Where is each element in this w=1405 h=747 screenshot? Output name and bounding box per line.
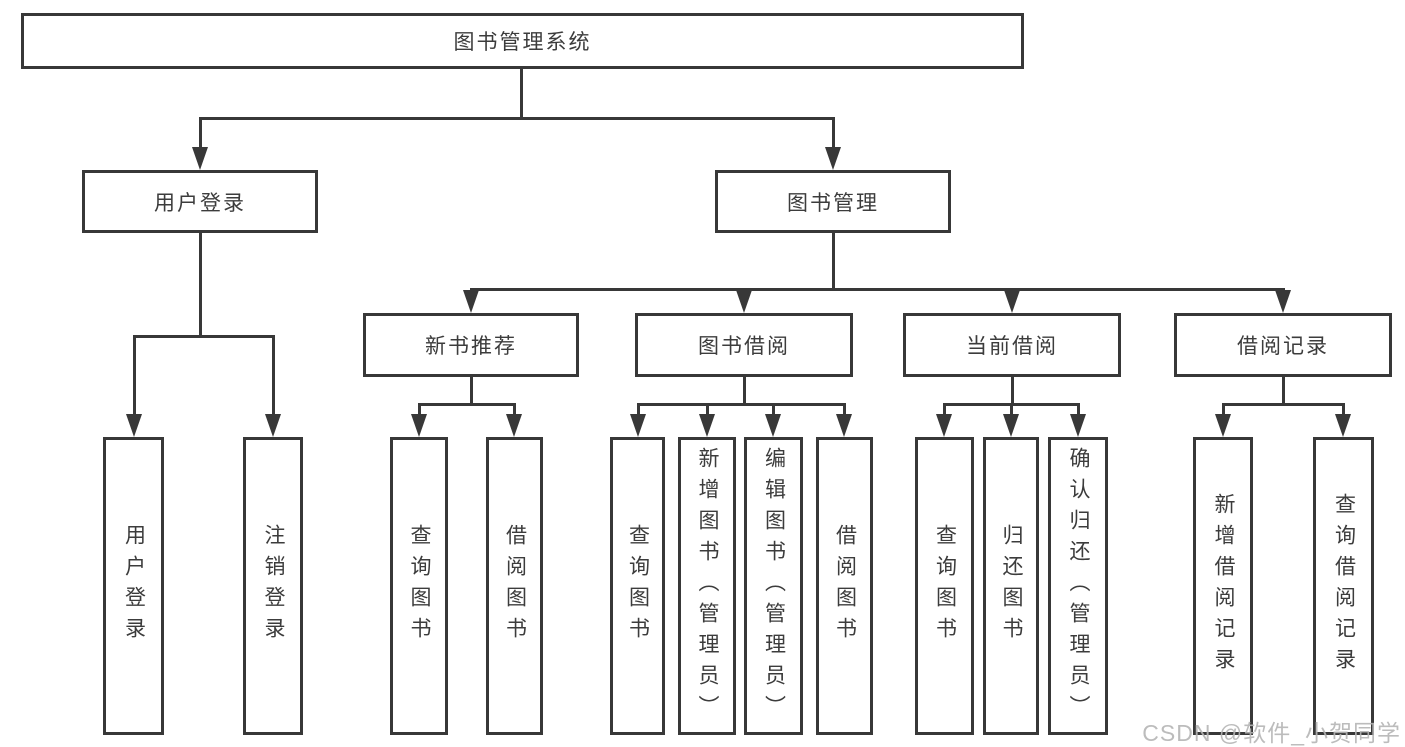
connector-drop-borrowing-records-0 <box>1221 402 1225 416</box>
connector-drop-user-login-1 <box>271 334 275 416</box>
csdn-watermark: CSDN @软件_小贺同学 <box>1142 720 1401 746</box>
connector-drop-new-book-recommend-0 <box>417 402 421 416</box>
arrowhead-book-borrowing-3 <box>836 414 852 437</box>
connector-stub-new-book-recommend <box>469 377 473 406</box>
connector-drop-current-borrowing-0 <box>942 402 946 416</box>
connector-stub-current-borrowing <box>1010 377 1014 406</box>
connector-bar-book-management <box>469 287 1285 291</box>
node-book-management: 图书管理 <box>715 170 951 233</box>
arrowhead-user-login-0 <box>126 414 142 437</box>
node-leaf-confirm-return: 确认归还（管理员） <box>1048 437 1108 735</box>
connector-drop-book-management-3 <box>1281 287 1285 292</box>
arrowhead-borrowing-records-1 <box>1335 414 1351 437</box>
arrowhead-user-login-1 <box>265 414 281 437</box>
connector-drop-book-borrowing-3 <box>842 402 846 416</box>
node-new-book-recommend: 新书推荐 <box>363 313 579 377</box>
connector-stub-book-borrowing <box>742 377 746 406</box>
arrowhead-current-borrowing-1 <box>1003 414 1019 437</box>
connector-drop-current-borrowing-1 <box>1009 402 1013 416</box>
arrowhead-book-borrowing-1 <box>699 414 715 437</box>
connector-bar-new-book-recommend <box>417 402 516 406</box>
arrowhead-current-borrowing-0 <box>936 414 952 437</box>
connector-drop-book-management-1 <box>742 287 746 292</box>
connector-stub-borrowing-records <box>1281 377 1285 406</box>
arrowhead-book-borrowing-0 <box>630 414 646 437</box>
connector-drop-current-borrowing-2 <box>1076 402 1080 416</box>
connector-drop-borrowing-records-1 <box>1341 402 1345 416</box>
node-leaf-borrow-books-2: 借阅图书 <box>816 437 873 735</box>
node-leaf-edit-books-admin: 编辑图书（管理员） <box>744 437 803 735</box>
arrowhead-current-borrowing-2 <box>1070 414 1086 437</box>
node-leaf-logout: 注销登录 <box>243 437 303 735</box>
connector-bar-root <box>198 116 835 120</box>
connector-drop-root-1 <box>831 116 835 149</box>
node-leaf-user-login: 用户登录 <box>103 437 164 735</box>
arrowhead-book-management-3 <box>1275 290 1291 313</box>
connector-bar-borrowing-records <box>1221 402 1345 406</box>
connector-stub-user-login <box>198 233 202 338</box>
connector-drop-book-management-2 <box>1010 287 1014 292</box>
arrowhead-book-management-0 <box>463 290 479 313</box>
node-leaf-query-borrow-record: 查询借阅记录 <box>1313 437 1374 735</box>
connector-drop-book-borrowing-1 <box>705 402 709 416</box>
node-current-borrowing: 当前借阅 <box>903 313 1121 377</box>
node-leaf-add-books-admin: 新增图书（管理员） <box>678 437 736 735</box>
arrowhead-new-book-recommend-1 <box>506 414 522 437</box>
connector-bar-book-borrowing <box>636 402 846 406</box>
arrowhead-new-book-recommend-0 <box>411 414 427 437</box>
arrowhead-book-management-1 <box>736 290 752 313</box>
arrowhead-book-management-2 <box>1004 290 1020 313</box>
node-leaf-query-books-1: 查询图书 <box>390 437 448 735</box>
node-leaf-return-books: 归还图书 <box>983 437 1039 735</box>
connector-bar-user-login <box>132 334 275 338</box>
connector-drop-user-login-0 <box>132 334 136 416</box>
connector-drop-book-borrowing-0 <box>636 402 640 416</box>
connector-drop-book-borrowing-2 <box>771 402 775 416</box>
arrowhead-borrowing-records-0 <box>1215 414 1231 437</box>
arrowhead-root-1 <box>825 147 841 170</box>
connector-drop-new-book-recommend-1 <box>512 402 516 416</box>
node-user-login: 用户登录 <box>82 170 318 233</box>
connector-stub-book-management <box>831 233 835 291</box>
node-borrowing-records: 借阅记录 <box>1174 313 1392 377</box>
node-book-borrowing: 图书借阅 <box>635 313 853 377</box>
connector-stub-root <box>519 69 523 120</box>
node-root: 图书管理系统 <box>21 13 1024 69</box>
arrowhead-root-0 <box>192 147 208 170</box>
node-leaf-borrow-books-1: 借阅图书 <box>486 437 543 735</box>
connector-drop-root-0 <box>198 116 202 149</box>
arrowhead-book-borrowing-2 <box>765 414 781 437</box>
node-leaf-add-borrow-record: 新增借阅记录 <box>1193 437 1253 735</box>
node-leaf-query-books-3: 查询图书 <box>915 437 974 735</box>
node-leaf-query-books-2: 查询图书 <box>610 437 665 735</box>
connector-drop-book-management-0 <box>469 287 473 292</box>
